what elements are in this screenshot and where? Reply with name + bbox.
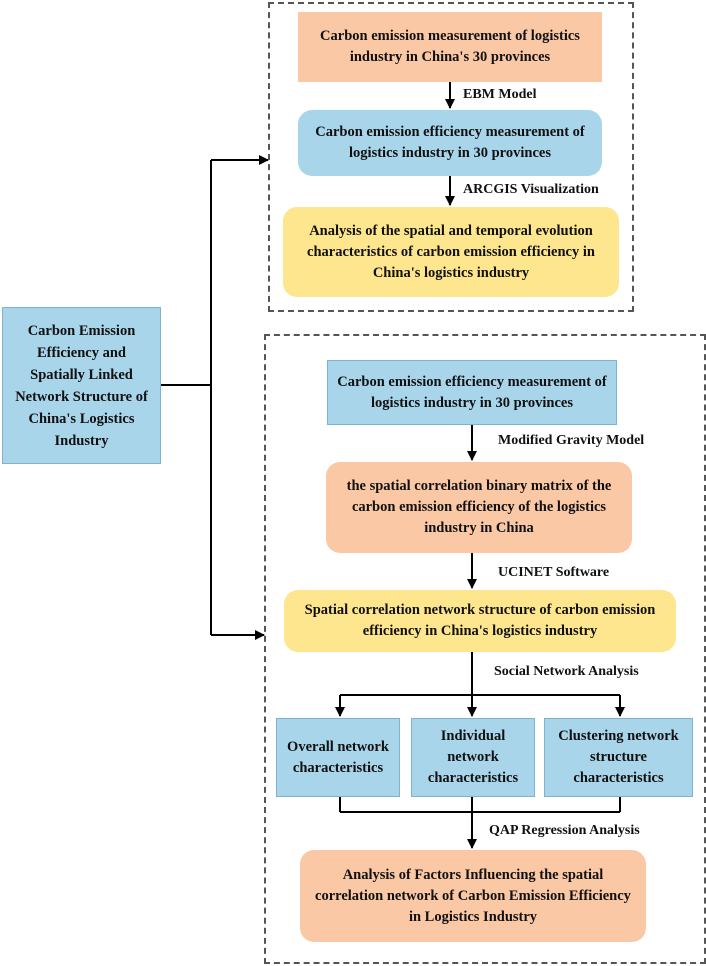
top-label-arcgis: ARCGIS Visualization	[463, 182, 599, 197]
bottom-step-2-box: the spatial correlation binary matrix of…	[326, 462, 632, 553]
bottom-section-frame	[264, 334, 706, 964]
main-topic-box: Carbon Emission Efficiency and Spatially…	[2, 307, 161, 464]
top-step-3-box: Analysis of the spatial and temporal evo…	[283, 207, 619, 297]
branch-overall-box: Overall network characteristics	[276, 718, 400, 797]
top-label-ebm-model: EBM Model	[463, 87, 537, 102]
bottom-label-gravity-model: Modified Gravity Model	[498, 433, 645, 448]
branch-individual-box: Individual network characteristics	[411, 718, 535, 797]
bottom-label-sna: Social Network Analysis	[494, 664, 639, 679]
bottom-step-3-box: Spatial correlation network structure of…	[284, 590, 676, 652]
top-section-frame	[268, 2, 634, 312]
bottom-label-ucinet: UCINET Software	[498, 565, 610, 580]
branch-clustering-box: Clustering network structure characteris…	[544, 718, 693, 797]
bottom-label-qap: QAP Regression Analysis	[489, 823, 640, 838]
bottom-step-1-box: Carbon emission efficiency measurement o…	[327, 360, 617, 425]
top-step-1-box: Carbon emission measurement of logistics…	[298, 12, 602, 82]
top-step-2-box: Carbon emission efficiency measurement o…	[298, 110, 602, 176]
bottom-step-5-box: Analysis of Factors Influencing the spat…	[300, 850, 646, 942]
